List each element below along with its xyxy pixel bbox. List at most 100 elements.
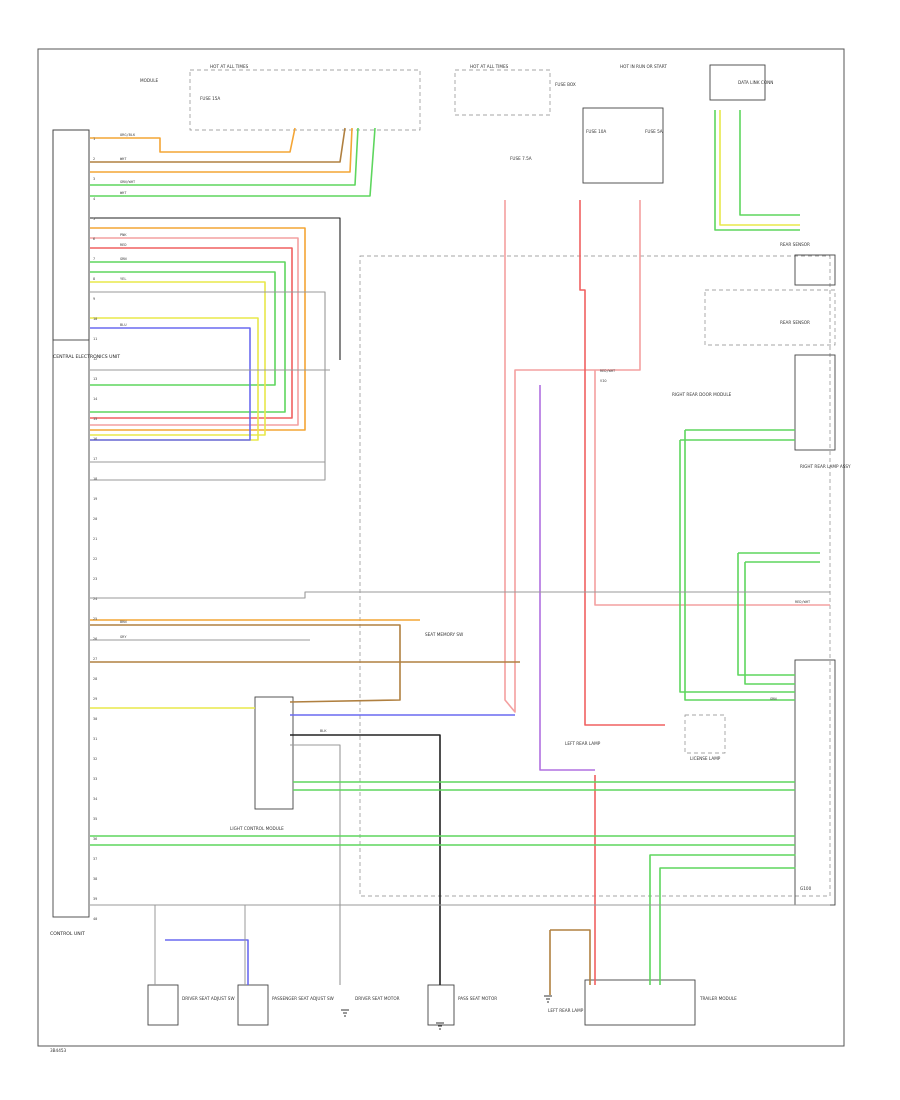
pin-number: 6 — [93, 237, 95, 241]
wire-green-r8 — [744, 562, 795, 685]
tag-red-wht: RED/WHT — [600, 369, 616, 373]
pin-number: 30 — [93, 717, 97, 721]
wire-yellow-loop-2 — [90, 317, 259, 441]
wire-orange-2 — [90, 127, 353, 173]
wire-green-loop-2 — [90, 271, 276, 386]
fuse-1-label: FUSE 7.5A — [510, 156, 532, 161]
pin-labels: 1234567891011121314151617181920212223242… — [93, 137, 97, 921]
pin-number: 16 — [93, 437, 97, 441]
left-mid-label: SEAT MEMORY SW — [425, 632, 463, 637]
right-sensor-1-box — [794, 254, 836, 286]
mid-right-2-label: LICENSE LAMP — [690, 756, 721, 761]
pin-number: 29 — [93, 697, 97, 701]
bottom-left-1-label: DRIVER SEAT ADJUST SW — [182, 996, 235, 1001]
wire-gray-loop — [90, 291, 326, 481]
wire-green-topright — [714, 110, 800, 231]
wire-yellow-loop — [90, 281, 266, 436]
pin-number: 37 — [93, 857, 97, 861]
right-sensor-2-label: REAR SENSOR — [780, 320, 810, 325]
wire-brown-bottom — [550, 929, 591, 985]
pin-number: 8 — [93, 277, 95, 281]
pin-number: 1 — [93, 137, 95, 141]
wire-black-down — [290, 734, 441, 985]
wire-yellow-topright — [719, 110, 800, 226]
tag-org-blk: ORG/BLK — [120, 133, 136, 137]
pin-number: 22 — [93, 557, 97, 561]
wire-green-v1 — [649, 854, 796, 985]
wire-pink-long — [504, 200, 641, 713]
pin-number: 4 — [93, 197, 95, 201]
pin-number: 3 — [93, 177, 95, 181]
tag-red-wht-r: RED/WHT — [795, 600, 811, 604]
pin-number: 21 — [93, 537, 97, 541]
wire-layer — [90, 110, 830, 995]
wire-pink-loop — [90, 237, 299, 426]
control-unit-label: CONTROL UNIT — [50, 931, 85, 937]
wire-green-topright-2 — [739, 110, 800, 216]
wire-green-top-2 — [90, 127, 376, 197]
wire-black-bundle — [90, 217, 341, 360]
top-right-unit-label: DATA LINK CONN — [738, 80, 773, 85]
right-module-box — [794, 354, 836, 451]
pin-number: 14 — [93, 397, 97, 401]
bottom-right-1-label: LEFT REAR LAMP ASSY — [548, 1008, 596, 1013]
tag-gry: GRY — [120, 635, 127, 639]
pin-number: 32 — [93, 757, 97, 761]
ground-label: G100 — [800, 886, 812, 891]
pin-number: 26 — [93, 637, 97, 641]
pin-number: 12 — [93, 357, 97, 361]
pin-number: 13 — [93, 377, 97, 381]
fuse-block-center — [454, 69, 551, 116]
tag-wht: WHT — [120, 157, 127, 161]
pin-number: 25 — [93, 617, 97, 621]
wire-red-right — [579, 200, 665, 726]
driver-seat-adjust-switch — [147, 984, 179, 1026]
mid-right-1-label: LEFT REAR LAMP — [565, 741, 601, 746]
tag-grn-wht: GRN/WHT — [120, 180, 136, 184]
right-sensor-1-label: REAR SENSOR — [780, 242, 810, 247]
pin-number: 23 — [93, 577, 97, 581]
pin-number: 39 — [93, 897, 97, 901]
pin-number: 2 — [93, 157, 95, 161]
pin-number: 11 — [93, 337, 97, 341]
wire-pink-right — [594, 370, 830, 606]
bottom-left-2-label: PASSENGER SEAT ADJUST SW — [272, 996, 334, 1001]
fuse-2-label: FUSE 10A — [586, 129, 606, 134]
wire-gray-lower — [90, 591, 830, 599]
wire-violet — [539, 385, 595, 771]
bottom-mid-2-label: PASS SEAT MOTOR — [458, 996, 497, 1001]
wire-green-top — [90, 127, 359, 186]
hot-fuse-center-label: HOT AT ALL TIMES — [470, 64, 509, 69]
center-module — [254, 696, 294, 810]
control-unit-body — [52, 129, 90, 918]
tag-vio: VIO — [600, 379, 607, 383]
wire-green-v2 — [659, 867, 796, 985]
fuse-block-right — [582, 107, 664, 184]
pin-number: 20 — [93, 517, 97, 521]
pin-number: 19 — [93, 497, 97, 501]
wire-orange-top — [90, 127, 296, 153]
ground-symbol-3 — [544, 995, 552, 1003]
module-left-top-label: MODULE — [140, 78, 159, 83]
pin-number: 38 — [93, 877, 97, 881]
wire-blue-loop — [90, 327, 251, 441]
footer-code: 3B4453 — [50, 1048, 67, 1053]
control-unit-connector-top — [52, 129, 90, 341]
license-lamp-box — [684, 714, 726, 754]
trailer-module — [584, 979, 696, 1026]
tag-blk: BLK — [320, 729, 327, 733]
pin-number: 33 — [93, 777, 97, 781]
tag-blu: BLU — [120, 323, 127, 327]
right-edge-connector — [794, 659, 836, 906]
wire-gray-down — [290, 744, 341, 985]
wire-green-loop — [90, 261, 286, 413]
passenger-seat-adjust-switch — [237, 984, 269, 1026]
right-module-label: RIGHT REAR LAMP ASSY — [800, 464, 851, 469]
pin-number: 34 — [93, 797, 97, 801]
pass-seat-motor — [427, 984, 455, 1026]
diagram-frame — [37, 48, 845, 1047]
hot-fuse-right-label: HOT IN RUN OR START — [620, 64, 667, 69]
pin-number: 27 — [93, 657, 97, 661]
